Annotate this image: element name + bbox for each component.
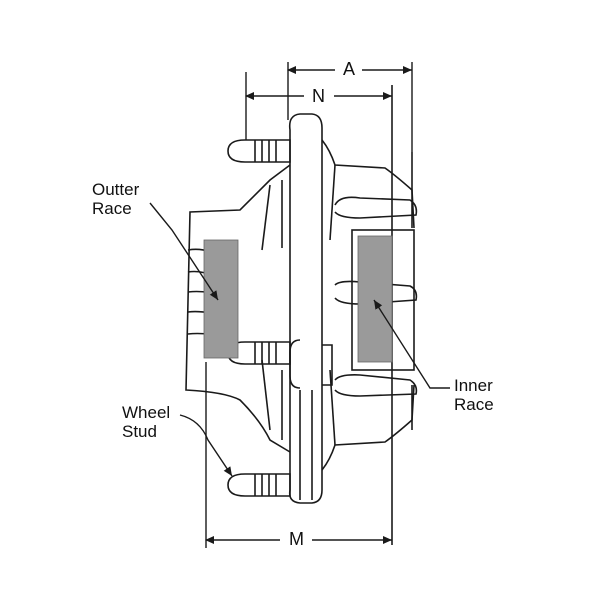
dimension-a-label: A: [343, 59, 356, 79]
wheel-stud-label: Wheel Stud: [122, 403, 170, 441]
dimension-n-label: N: [312, 86, 325, 106]
dimension-a: [287, 62, 413, 152]
outer-race: [203, 239, 239, 359]
wheel-stud-leader: [179, 414, 233, 477]
dimension-m: [205, 362, 392, 548]
outer-race-label: Outter Race: [92, 180, 139, 218]
outer-race-label-line2: Race: [92, 199, 132, 218]
outer-race-label-line1: Outter: [92, 180, 140, 199]
inner-race: [357, 235, 393, 363]
wheel-stud-label-line1: Wheel: [122, 403, 171, 422]
wheel-stud-label-line2: Stud: [122, 422, 157, 441]
inner-race-leader: [373, 299, 450, 389]
wheel-stud-bottom: [227, 473, 291, 497]
wheel-stud-top: [227, 139, 291, 163]
dimension-m-label: M: [289, 529, 304, 549]
outer-race-leader: [149, 202, 219, 301]
inner-race-label-line2: Race: [454, 395, 494, 414]
inner-race-label-line1: Inner: [454, 376, 493, 395]
dimension-n: [245, 72, 392, 140]
inner-race-label: Inner Race: [454, 376, 494, 414]
hub-body: [185, 85, 418, 545]
